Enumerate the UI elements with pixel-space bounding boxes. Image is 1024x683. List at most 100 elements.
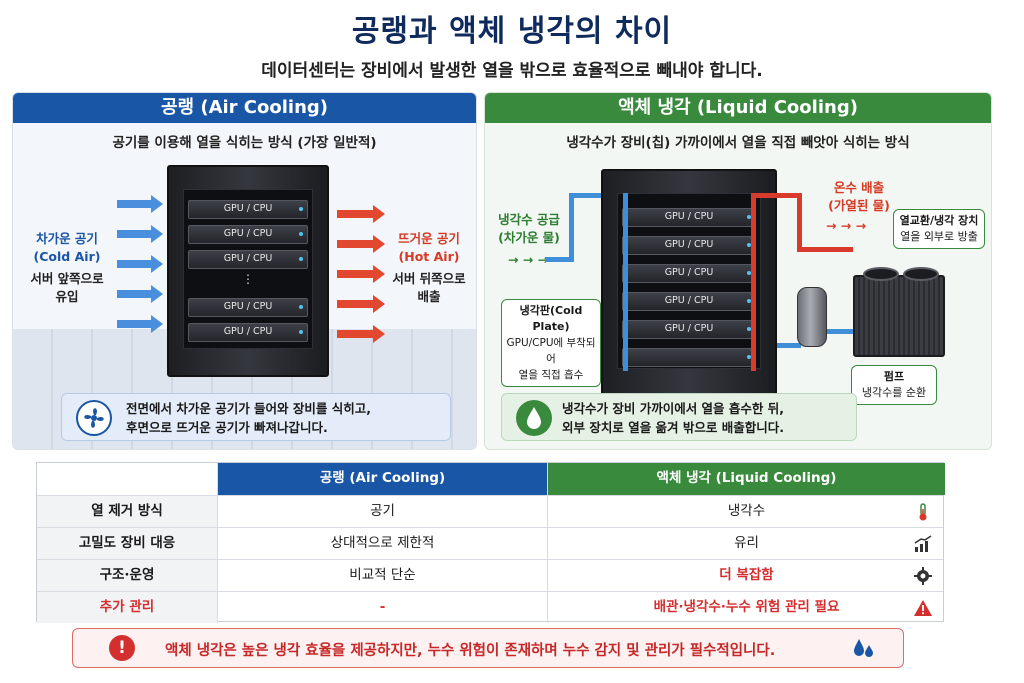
cold-air-label-ko: 차가운 공기 xyxy=(36,231,98,246)
liquid-panel-header: 액체 냉각 (Liquid Cooling) xyxy=(485,93,991,123)
row-air-value: 상대적으로 제한적 xyxy=(217,528,547,559)
warning-text: 액체 냉각은 높은 냉각 효율을 제공하지만, 누수 위험이 존재하며 누수 감… xyxy=(165,643,776,659)
water-drop-icon xyxy=(516,400,552,436)
hot-air-label-ko: 뜨거운 공기 xyxy=(398,231,460,246)
hot-air-arrow xyxy=(337,325,385,343)
alert-icon: ! xyxy=(109,635,135,661)
server-label: GPU / CPU xyxy=(223,253,273,264)
air-cooling-panel: 공랭 (Air Cooling) 공기를 이용해 열을 식히는 방식 (가장 일… xyxy=(12,92,477,450)
table-row: 열 제거 방식 공기 냉각수 xyxy=(37,495,943,527)
heat-exchanger-unit xyxy=(853,267,945,357)
cold-air-arrow xyxy=(117,255,163,273)
thermometer-icon xyxy=(919,503,927,521)
row-liquid-text: 유리 xyxy=(734,535,759,551)
server-unit: GPU / CPU xyxy=(188,250,308,269)
row-label: 열 제거 방식 xyxy=(37,496,217,527)
server-label: GPU / CPU xyxy=(223,203,273,214)
server-unit: GPU / CPU xyxy=(622,320,756,339)
chart-up-icon xyxy=(914,535,932,552)
heat-exchanger-line1: 열교환/냉각 장치 xyxy=(899,214,979,227)
cold-air-arrow xyxy=(117,315,163,333)
server-unit: GPU / CPU xyxy=(622,236,756,255)
cold-air-arrow xyxy=(117,195,163,213)
server-unit: GPU / CPU xyxy=(622,264,756,283)
liquid-note-line1: 냉각수가 장비 가까이에서 열을 흡수한 뒤, xyxy=(562,401,785,416)
hot-air-label-en: (Hot Air) xyxy=(398,249,460,264)
pump-callout: 펌프 냉각수를 순환 xyxy=(851,365,937,405)
return-manifold xyxy=(751,193,756,371)
row-liquid-value: 배관·냉각수·누수 위험 관리 필요 xyxy=(547,592,945,623)
cold-air-note-line1: 서버 앞쪽으로 xyxy=(30,271,104,286)
heat-exchanger-callout: 열교환/냉각 장치 열을 외부로 방출 xyxy=(893,209,985,249)
hot-air-note-line1: 서버 뒤쪽으로 xyxy=(392,271,466,286)
server-label: GPU / CPU xyxy=(664,211,714,222)
pump-line1: 펌프 xyxy=(883,370,905,383)
supply-pipe xyxy=(569,193,574,262)
server-unit: GPU / CPU xyxy=(188,298,308,317)
page-title: 공랭과 액체 냉각의 차이 xyxy=(351,14,673,49)
return-pipe xyxy=(751,193,801,198)
heat-exchanger-line2: 열을 외부로 방출 xyxy=(900,230,978,243)
row-liquid-value: 냉각수 xyxy=(547,496,945,527)
hot-air-arrow xyxy=(337,265,385,283)
coolant-manifold xyxy=(623,193,628,371)
liquid-cooling-panel: 액체 냉각 (Liquid Cooling) 냉각수가 장비(칩) 가까이에서 … xyxy=(484,92,992,450)
row-air-value: - xyxy=(217,592,547,623)
server-label: GPU / CPU xyxy=(223,326,273,337)
liquid-summary-note: 냉각수가 장비 가까이에서 열을 흡수한 뒤, 외부 장치로 열을 옮겨 밖으로… xyxy=(501,393,857,441)
hot-water-return-line2: (가열된 물) xyxy=(828,198,890,213)
cold-plate-line3: 열을 직접 흡수 xyxy=(518,369,584,381)
row-liquid-text: 더 복잡함 xyxy=(719,567,774,583)
fan-icon-svg xyxy=(84,408,104,428)
hot-air-arrow xyxy=(337,205,385,223)
cold-air-arrow xyxy=(117,225,163,243)
row-liquid-text: 배관·냉각수·누수 위험 관리 필요 xyxy=(653,599,840,615)
cold-air-label-en: (Cold Air) xyxy=(33,249,101,264)
table-row: 구조·운영 비교적 단순 더 복잡함 xyxy=(37,559,943,591)
return-pipe xyxy=(797,247,853,252)
air-summary-note: 전면에서 차가운 공기가 들어와 장비를 식히고, 후면으로 뜨거운 공기가 빠… xyxy=(61,393,451,441)
chiller-fan xyxy=(903,267,939,281)
hot-air-arrow xyxy=(337,295,385,313)
pump-pipe xyxy=(827,329,855,334)
cold-plate-line2: GPU/CPU에 부착되어 xyxy=(506,337,596,365)
server-unit: GPU / CPU xyxy=(188,200,308,219)
hot-air-note-line2: 배출 xyxy=(417,289,441,304)
table-header-blank xyxy=(37,463,217,495)
return-pipe xyxy=(797,193,802,251)
page-subtitle: 데이터센터는 장비에서 발생한 열을 밖으로 효율적으로 빼내야 합니다. xyxy=(261,61,763,81)
cold-air-label: 차가운 공기 (Cold Air) xyxy=(23,230,111,266)
table-header-row: 공랭 (Air Cooling) 액체 냉각 (Liquid Cooling) xyxy=(37,463,945,495)
cold-air-note-line2: 유입 xyxy=(55,289,79,304)
hot-air-arrow xyxy=(337,235,385,253)
server-unit: GPU / CPU xyxy=(188,225,308,244)
server-unit xyxy=(622,348,756,367)
server-label: GPU / CPU xyxy=(664,267,714,278)
coolant-supply-label: 냉각수 공급 (차가운 물) xyxy=(489,211,569,247)
server-label: GPU / CPU xyxy=(223,301,273,312)
hot-air-label: 뜨거운 공기 (Hot Air) xyxy=(385,230,473,266)
return-arrows: → → → xyxy=(825,218,867,233)
gear-icon xyxy=(914,567,932,585)
chiller-fan xyxy=(863,267,899,281)
server-label: GPU / CPU xyxy=(664,239,714,250)
cold-plate-line1: 냉각판(Cold Plate) xyxy=(519,304,583,333)
cold-air-note: 서버 앞쪽으로 유입 xyxy=(23,270,111,306)
air-panel-description: 공기를 이용해 열을 식히는 방식 (가장 일반적) xyxy=(112,135,377,151)
pump-pipe xyxy=(777,343,801,348)
supply-arrows: → → → xyxy=(507,252,549,267)
leak-warning-banner: ! 액체 냉각은 높은 냉각 효율을 제공하지만, 누수 위험이 존재하며 누수… xyxy=(72,628,904,668)
row-label: 추가 관리 xyxy=(37,592,217,623)
table-header-liquid: 액체 냉각 (Liquid Cooling) xyxy=(547,463,945,495)
water-drop-svg xyxy=(527,407,541,429)
liquid-server-rack: GPU / CPU GPU / CPU GPU / CPU GPU / CPU … xyxy=(601,169,777,397)
liquid-rack-inner: GPU / CPU GPU / CPU GPU / CPU GPU / CPU … xyxy=(617,193,761,369)
server-unit: GPU / CPU xyxy=(622,208,756,227)
row-air-value: 비교적 단순 xyxy=(217,560,547,591)
cold-plate-callout: 냉각판(Cold Plate) GPU/CPU에 부착되어 열을 직접 흡수 xyxy=(501,299,601,387)
supply-pipe xyxy=(569,193,629,198)
hot-water-return-label: 온수 배출 (가열된 물) xyxy=(811,179,907,215)
air-note-line2: 후면으로 뜨거운 공기가 빠져나갑니다. xyxy=(126,420,328,435)
server-rack: GPU / CPU GPU / CPU GPU / CPU ⋮ GPU / CP… xyxy=(167,165,329,377)
